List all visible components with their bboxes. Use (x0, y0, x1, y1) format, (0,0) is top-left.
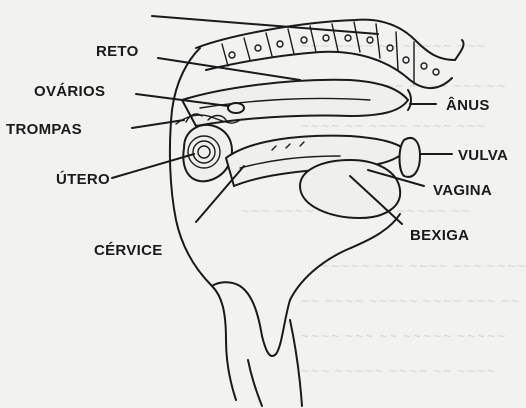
svg-text:~~~~~ ~~~ ~~~~ ~~~ ~~~~: ~~~~~ ~~~ ~~~~ ~~~ ~~~~ (320, 259, 526, 273)
svg-text:~~~~ ~~ ~~~~ ~~~~ ~~~: ~~~~ ~~ ~~~~ ~~~~ ~~~ (300, 119, 486, 133)
svg-text:~~~~ ~~~ ~~ ~~~~~ ~~~~~: ~~~~ ~~~ ~~ ~~~~~ ~~~~~ (300, 329, 506, 343)
label-cervice: CÉRVICE (94, 242, 163, 259)
leader-line-utero (112, 154, 194, 178)
label-vagina: VAGINA (433, 182, 492, 199)
label-reto: RETO (96, 43, 139, 60)
svg-text:~~~ ~~~~~ ~~~~ ~~ ~~~~: ~~~ ~~~~~ ~~~~ ~~ ~~~~ (300, 364, 496, 378)
label-anus: ÂNUS (446, 96, 490, 114)
label-utero: ÚTERO (56, 170, 110, 188)
uterus (183, 125, 232, 181)
label-bexiga: BEXIGA (410, 227, 469, 244)
leader-line-reto (158, 58, 300, 80)
label-trompas: TROMPAS (6, 121, 82, 138)
label-ovarios: OVÁRIOS (34, 83, 105, 100)
svg-text:~~ ~~~~ ~~~~~ ~~~~ ~~~ ~~: ~~ ~~~~ ~~~~~ ~~~~ ~~~ ~~ (300, 294, 520, 308)
label-vulva: VULVA (458, 147, 508, 164)
